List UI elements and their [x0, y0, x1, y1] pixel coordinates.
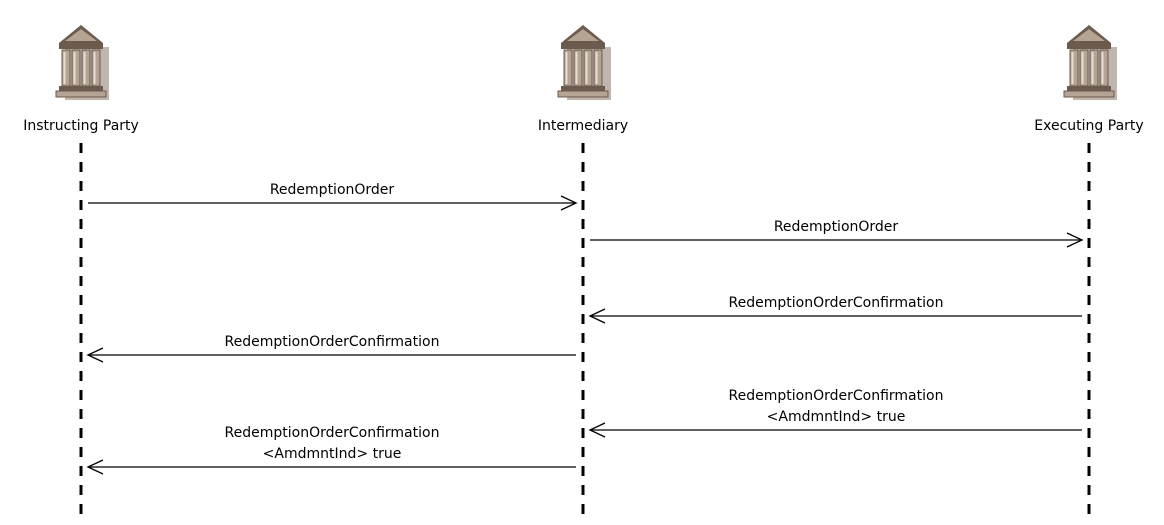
message-3: RedemptionOrderConfirmation — [588, 295, 1082, 324]
message-1: RedemptionOrder — [88, 182, 578, 211]
message-label: RedemptionOrder — [774, 219, 899, 235]
bank-building-icon — [557, 25, 611, 100]
participant-label: Intermediary — [538, 118, 628, 134]
message-label-line-2: <AmdmntInd> true — [767, 409, 906, 425]
message-label: RedemptionOrderConfirmation — [225, 425, 440, 441]
arrowhead — [86, 347, 104, 363]
arrowhead — [560, 195, 578, 211]
bank-building-icon — [1063, 25, 1117, 100]
participant-label: Executing Party — [1034, 118, 1143, 134]
message-label: RedemptionOrderConfirmation — [729, 295, 944, 311]
message-label: RedemptionOrder — [270, 182, 395, 198]
participant-instructing-party: Instructing Party — [23, 25, 139, 522]
message-6: RedemptionOrderConfirmation <AmdmntInd> … — [86, 425, 576, 475]
message-label-line-2: <AmdmntInd> true — [263, 446, 402, 462]
message-4: RedemptionOrderConfirmation — [86, 334, 576, 363]
arrowhead — [588, 422, 606, 438]
arrowhead — [588, 308, 606, 324]
arrowhead — [86, 459, 104, 475]
message-5: RedemptionOrderConfirmation <AmdmntInd> … — [588, 388, 1082, 438]
message-label: RedemptionOrderConfirmation — [729, 388, 944, 404]
participant-executing-party: Executing Party — [1034, 25, 1144, 522]
participant-label: Instructing Party — [23, 118, 139, 134]
participant-intermediary: Intermediary — [538, 25, 628, 522]
message-2: RedemptionOrder — [590, 219, 1084, 248]
bank-building-icon — [55, 25, 109, 100]
message-label: RedemptionOrderConfirmation — [225, 334, 440, 350]
arrowhead — [1066, 232, 1084, 248]
